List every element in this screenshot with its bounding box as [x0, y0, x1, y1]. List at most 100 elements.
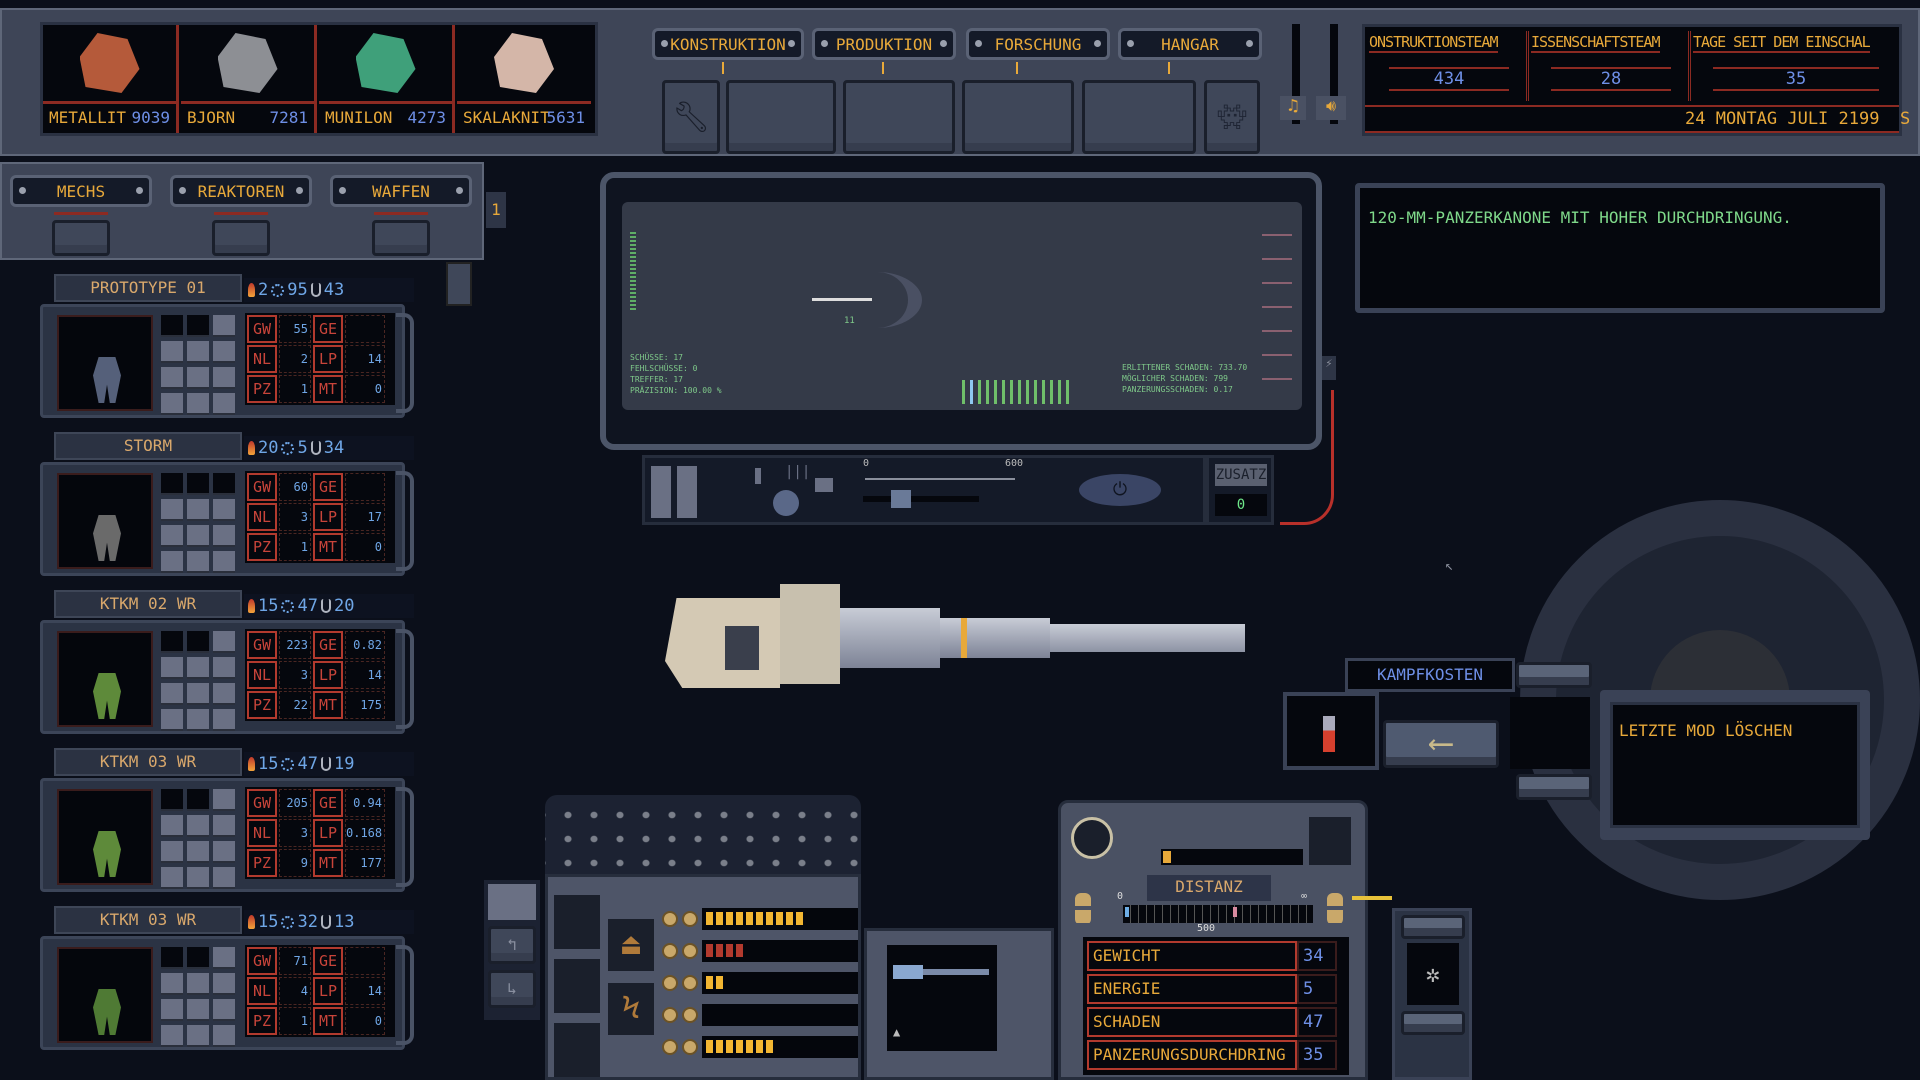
distance-knob-left[interactable] [1075, 893, 1091, 925]
mech-slot[interactable] [161, 815, 183, 837]
category-button-waffen[interactable] [372, 220, 430, 256]
mech-card-handle[interactable] [396, 787, 414, 887]
tab-waffen[interactable]: WAFFEN [330, 175, 472, 207]
mech-slot[interactable] [161, 1025, 183, 1047]
armor-slot[interactable] [554, 1023, 600, 1077]
tab-produktion[interactable]: PRODUKTION [812, 28, 956, 60]
mech-list-scrollbar[interactable] [446, 262, 472, 306]
tab-konstruktion[interactable]: KONSTRUKTION [652, 28, 804, 60]
toolbar-slot-4[interactable] [1082, 80, 1196, 154]
mech-slot[interactable] [213, 867, 235, 889]
toolbar-slot-3[interactable] [962, 80, 1074, 154]
music-slider[interactable] [1292, 24, 1300, 124]
mech-slot[interactable] [161, 999, 183, 1021]
mech-card-handle[interactable] [396, 629, 414, 729]
mech-slot[interactable] [161, 551, 183, 573]
tab-forschung[interactable]: FORSCHUNG [966, 28, 1110, 60]
mech-slot[interactable] [213, 999, 235, 1021]
module-down-button[interactable] [1401, 1011, 1465, 1035]
mech-slot[interactable] [213, 947, 235, 969]
scroll-up-button[interactable] [1516, 662, 1592, 688]
range-slider-track[interactable] [863, 496, 979, 502]
mech-slot[interactable] [213, 631, 235, 653]
decrease-knob[interactable] [662, 1007, 678, 1023]
module-up-button[interactable] [1401, 915, 1465, 939]
invader-button[interactable]: 👾︎ [1204, 80, 1260, 154]
mech-slot[interactable] [161, 525, 183, 547]
mech-slot[interactable] [187, 841, 209, 863]
power-button[interactable]: ⏻ [1079, 474, 1161, 506]
mech-slot[interactable] [213, 841, 235, 863]
mech-slot[interactable] [213, 789, 235, 811]
mech-slot[interactable] [161, 867, 183, 889]
mech-slot[interactable] [213, 473, 235, 495]
mech-slot[interactable] [161, 367, 183, 389]
mech-slot[interactable] [213, 341, 235, 363]
mech-swap-buttons[interactable] [651, 466, 699, 518]
mech-slot[interactable] [213, 393, 235, 415]
tab-hangar[interactable]: HANGAR [1118, 28, 1262, 60]
mech-slot[interactable] [187, 789, 209, 811]
play-icon[interactable] [755, 468, 761, 484]
mech-slot[interactable] [187, 393, 209, 415]
redo-button[interactable]: ↳ [488, 970, 536, 1008]
music-note-icon[interactable]: ♫ [1280, 96, 1306, 120]
mech-slot[interactable] [187, 999, 209, 1021]
mech-slot[interactable] [213, 1025, 235, 1047]
mech-slot[interactable] [187, 815, 209, 837]
toolbar-slot-2[interactable] [843, 80, 955, 154]
mech-card-handle[interactable] [396, 313, 414, 413]
mech-slot[interactable] [213, 367, 235, 389]
increase-knob[interactable] [682, 975, 698, 991]
mech-slot[interactable] [187, 709, 209, 731]
mech-slot[interactable] [187, 657, 209, 679]
remove-mod-arrow-button[interactable]: ⟵ [1383, 720, 1499, 768]
category-button-reaktoren[interactable] [212, 220, 270, 256]
mech-slot[interactable] [213, 657, 235, 679]
mech-slot[interactable] [187, 867, 209, 889]
mech-slot[interactable] [187, 683, 209, 705]
increase-knob[interactable] [682, 1039, 698, 1055]
toolbar-slot-1[interactable] [726, 80, 836, 154]
zusatz-button[interactable]: ZUSATZ [1215, 464, 1267, 486]
mech-slot[interactable] [213, 815, 235, 837]
fast-forward-icon[interactable] [815, 478, 833, 492]
crosshair-slot[interactable] [554, 959, 600, 1013]
tab-mechs[interactable]: MECHS [10, 175, 152, 207]
mech-slot[interactable] [161, 709, 183, 731]
delete-mod-screen[interactable]: LETZTE MOD LÖSCHEN [1610, 702, 1860, 828]
mech-slot[interactable] [161, 789, 183, 811]
mech-slot[interactable] [161, 341, 183, 363]
mech-slot[interactable] [161, 473, 183, 495]
mech-slot[interactable] [187, 631, 209, 653]
volume-slider[interactable] [1330, 24, 1338, 124]
mech-slot[interactable] [213, 973, 235, 995]
decrease-knob[interactable] [662, 943, 678, 959]
mech-slot[interactable] [161, 947, 183, 969]
mech-slot[interactable] [187, 315, 209, 337]
mech-slot[interactable] [161, 657, 183, 679]
mech-slot[interactable] [187, 473, 209, 495]
distance-slider[interactable] [1123, 905, 1313, 923]
mech-slot[interactable] [213, 709, 235, 731]
mech-slot[interactable] [161, 683, 183, 705]
tab-reaktoren[interactable]: REAKTOREN [170, 175, 312, 207]
increase-knob[interactable] [682, 911, 698, 927]
mech-slot[interactable] [161, 393, 183, 415]
increase-knob[interactable] [682, 1007, 698, 1023]
increase-knob[interactable] [682, 943, 698, 959]
decrease-knob[interactable] [662, 975, 678, 991]
mech-card-handle[interactable] [396, 471, 414, 571]
mech-card-handle[interactable] [396, 945, 414, 1045]
mech-slot[interactable] [161, 631, 183, 653]
mech-slot[interactable] [213, 499, 235, 521]
mech-slot[interactable] [187, 341, 209, 363]
mech-slot[interactable] [187, 551, 209, 573]
decrease-knob[interactable] [662, 911, 678, 927]
category-button-mechs[interactable] [52, 220, 110, 256]
mech-slot[interactable] [213, 315, 235, 337]
